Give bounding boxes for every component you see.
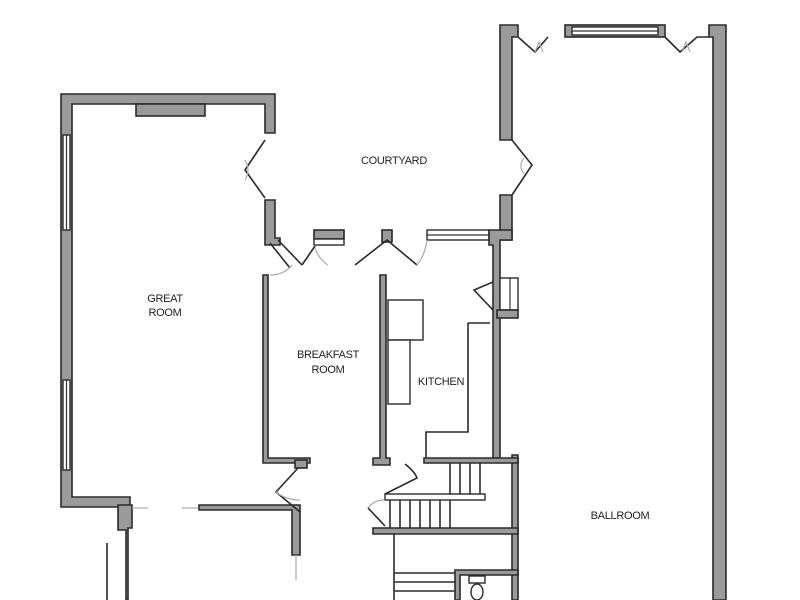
ballroom-label: BALLROOM xyxy=(591,510,650,522)
great-room-label-line2: ROOM xyxy=(148,307,181,319)
great-room-walls xyxy=(60,93,301,600)
great-room-label-line1: GREAT xyxy=(147,293,183,305)
toilet-icon xyxy=(468,575,486,600)
kitchen-walls xyxy=(387,229,519,459)
room-labels: COURTYARD GREAT ROOM BREAKFAST ROOM KITC… xyxy=(147,155,650,522)
breakfast-room-label-line1: BREAKFAST xyxy=(297,349,360,361)
breakfast-room-label-line2: ROOM xyxy=(311,364,344,376)
ballroom-walls xyxy=(499,24,727,600)
kitchen-label: KITCHEN xyxy=(418,376,465,388)
courtyard-bifold-door[interactable] xyxy=(244,139,533,199)
courtyard-south-wall xyxy=(269,229,490,276)
breakfast-room-walls xyxy=(262,274,391,513)
staircase[interactable] xyxy=(367,457,519,600)
courtyard-label: COURTYARD xyxy=(361,155,427,167)
